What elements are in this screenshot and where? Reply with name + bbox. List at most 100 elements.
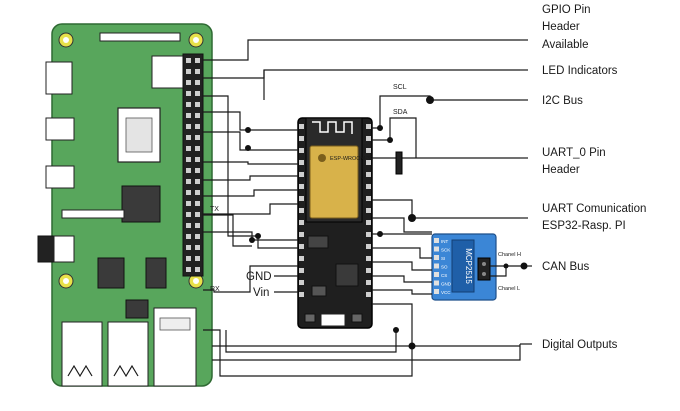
mcp2515-pin [434, 238, 439, 243]
gpio-pin [195, 223, 200, 228]
gpio-pin [186, 234, 191, 239]
esp32-pin [299, 172, 304, 177]
mcp2515-pin [434, 255, 439, 260]
mcp2515-pin [434, 263, 439, 269]
gpio-pin [195, 124, 200, 129]
mcp2515-pin-label: SCK [441, 248, 450, 253]
gpio-pin [195, 113, 200, 118]
raspberry-pi-board [37, 23, 213, 387]
uart0-header [395, 151, 403, 175]
esp32-pin [366, 172, 371, 177]
gpio-pin [186, 168, 191, 173]
esp32-board: ESP-WROOM-32 [297, 117, 373, 329]
esp32-pin [299, 244, 304, 249]
gpio-pin [195, 190, 200, 195]
gpio-pin [195, 135, 200, 140]
esp32-pin [366, 208, 371, 213]
gpio-pin [195, 146, 200, 151]
mcp2515-pin-label: GND [441, 282, 452, 287]
svg-text:ESP-WROOM-32: ESP-WROOM-32 [330, 156, 373, 162]
diagram-labels: GPIO Pin Header Available LED Indicators… [210, 4, 646, 351]
esp32-pin [299, 184, 304, 189]
chanel-l-label: Chanel L [498, 286, 520, 292]
gpio-pin [195, 69, 200, 74]
mcp2515-pin [434, 289, 439, 294]
wires [203, 39, 532, 377]
mcp2515-pin [434, 246, 439, 252]
gpio-label-line2: Header [542, 21, 580, 33]
gpio-label-line1: GPIO Pin [542, 4, 591, 16]
uart0-label-line2: Header [542, 164, 580, 176]
esp32-pin [299, 280, 304, 285]
gpio-pin [186, 256, 191, 261]
gpio-pin [186, 113, 191, 118]
esp32-pin [366, 232, 371, 237]
gpio-pin [195, 201, 200, 206]
chanel-h-label: Chanel H [498, 252, 521, 258]
esp32-pin [366, 184, 371, 189]
i2c-bus-label: I2C Bus [542, 95, 583, 107]
junction-dots [245, 96, 528, 350]
gpio-pin [195, 80, 200, 85]
mcp2515-pin-label: SO [441, 265, 448, 270]
esp32-pin [366, 292, 371, 297]
digital-outputs-label: Digital Outputs [542, 339, 618, 351]
gpio-pin [195, 91, 200, 96]
mcp2515-pin-label: SI [441, 256, 445, 261]
esp32-pin [299, 196, 304, 201]
sda-label: SDA [393, 109, 408, 116]
gpio-pin [186, 102, 191, 107]
gpio-pin [195, 168, 200, 173]
uart0-label-line1: UART_0 Pin [542, 147, 606, 159]
gpio-pin [195, 179, 200, 184]
esp32-pin [366, 256, 371, 261]
esp32-module-shield [309, 145, 359, 219]
gpio-pin [195, 267, 200, 272]
gpio-pin [186, 223, 191, 228]
gpio-pin [195, 58, 200, 63]
led-indicators-label: LED Indicators [542, 65, 618, 77]
esp32-pin [366, 280, 371, 285]
esp32-pin [299, 160, 304, 165]
gpio-pin [186, 58, 191, 63]
gpio-pin [186, 267, 191, 272]
esp32-pin [299, 256, 304, 261]
gpio-pin [186, 124, 191, 129]
mcp2515-pin-label: VCC [441, 290, 451, 295]
rx-label: RX [210, 286, 220, 293]
gpio-pin [186, 212, 191, 217]
mcp2515-pin-label: CS [441, 273, 447, 278]
esp32-pin [299, 268, 304, 273]
gpio-pin [195, 234, 200, 239]
gpio-pin [186, 157, 191, 162]
esp32-pin [299, 220, 304, 225]
mcp-chip-label: MCP2515 [464, 248, 473, 284]
mcp2515-pin-label: INT [441, 239, 449, 244]
esp32-pin [299, 136, 304, 141]
mcp2515-pin [434, 280, 439, 286]
gpio-pin [186, 135, 191, 140]
gpio-pin [195, 157, 200, 162]
gpio-pin [195, 256, 200, 261]
vin-label: Vin [253, 287, 269, 299]
gpio-pin [195, 102, 200, 107]
gpio-pin [186, 245, 191, 250]
gpio-header [182, 53, 204, 277]
esp32-pin [366, 268, 371, 273]
gpio-pin [186, 80, 191, 85]
gpio-pin [186, 201, 191, 206]
esp32-pin [366, 148, 371, 153]
esp32-pin [299, 208, 304, 213]
gpio-pin [195, 245, 200, 250]
esp32-pin [366, 136, 371, 141]
esp32-pin [366, 160, 371, 165]
esp32-pin [366, 124, 371, 129]
esp32-pin [299, 124, 304, 129]
uart-comm-label-line2: ESP32-Rasp. PI [542, 220, 626, 232]
esp32-pin [299, 148, 304, 153]
gnd-label: GND [246, 271, 272, 283]
gpio-pin [186, 91, 191, 96]
gpio-pin [195, 212, 200, 217]
scl-label: SCL [393, 84, 407, 91]
gpio-pin [186, 146, 191, 151]
